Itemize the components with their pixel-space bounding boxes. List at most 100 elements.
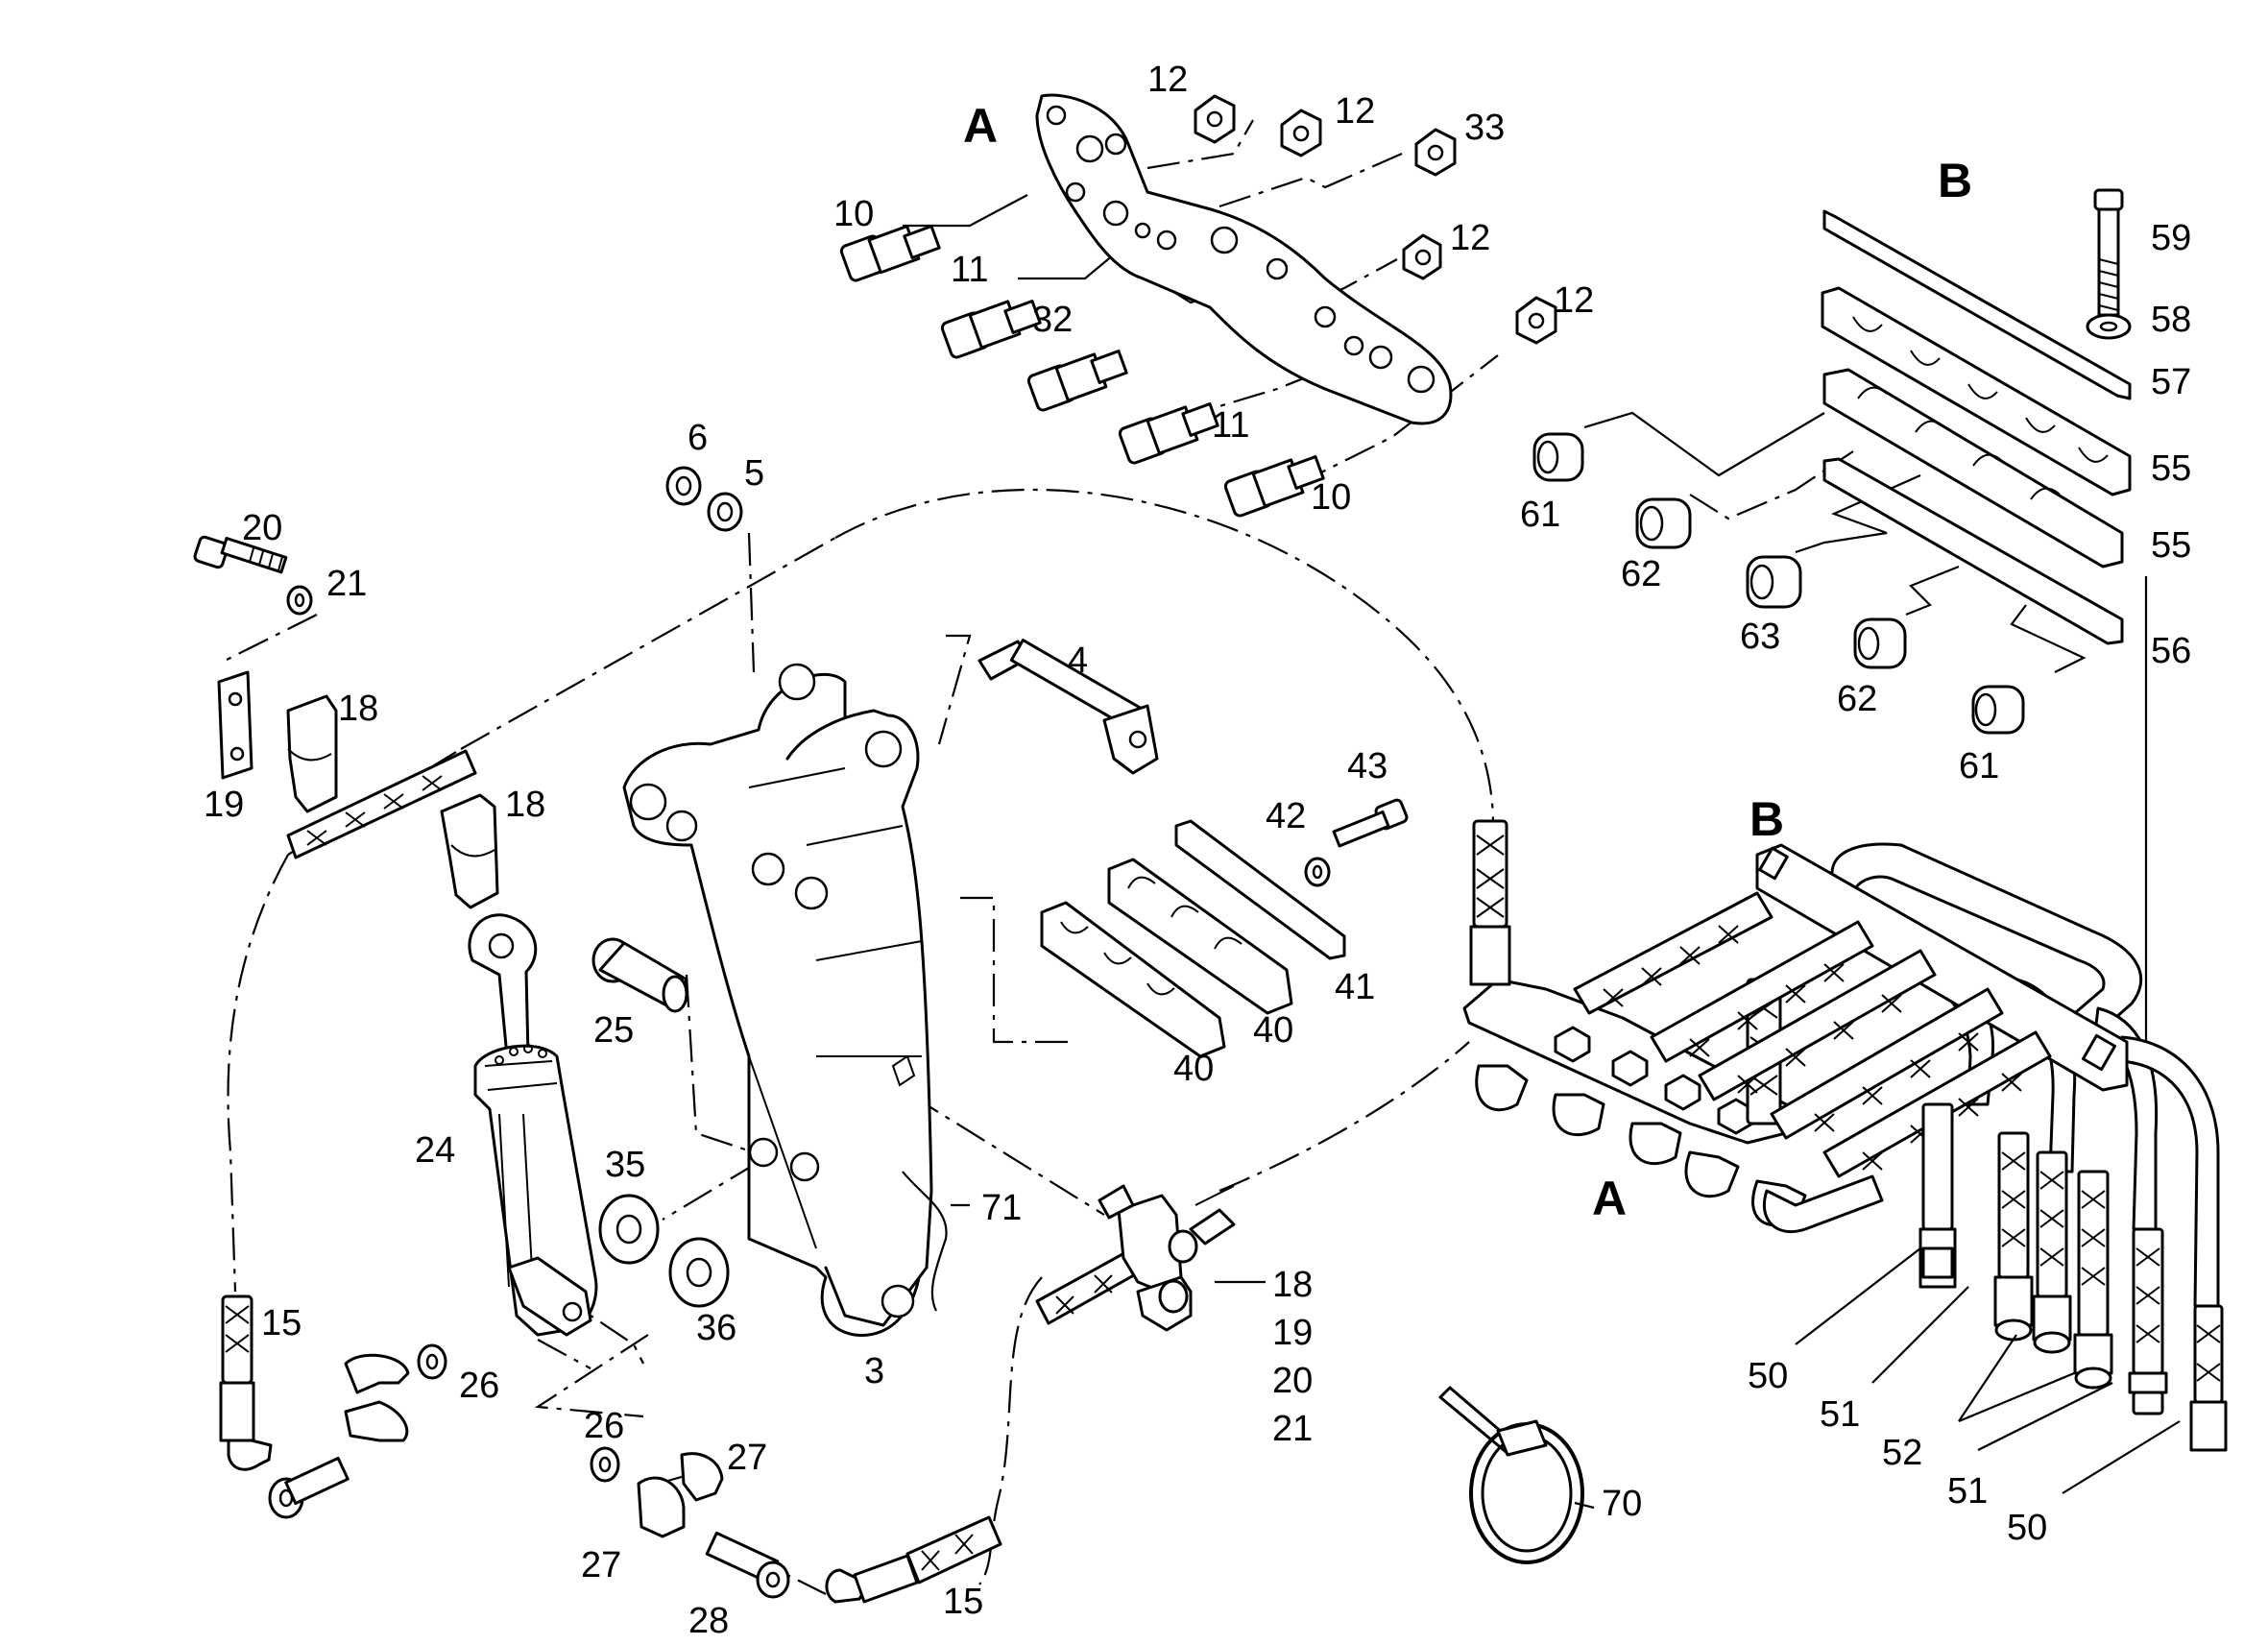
- callout-15: 15: [261, 1303, 302, 1343]
- callout-57: 57: [2151, 362, 2191, 402]
- fitting-10-a: [839, 225, 941, 282]
- callout-11: 11: [1212, 405, 1249, 446]
- callout-11: 11: [951, 250, 988, 290]
- callout-63: 63: [1740, 617, 1780, 657]
- clamp-block-40-b: [1040, 901, 1226, 1058]
- callout-41: 41: [1335, 967, 1375, 1007]
- callout-21: 21: [1272, 1409, 1313, 1449]
- bushing-61-a: [1532, 432, 1584, 482]
- callout-4: 4: [1068, 641, 1088, 681]
- callout-26: 26: [584, 1406, 624, 1446]
- callout-12: 12: [1147, 60, 1188, 100]
- section-letters: A B B A: [963, 99, 1972, 1225]
- callout-21: 21: [326, 564, 367, 604]
- callout-27: 27: [727, 1438, 767, 1478]
- bolt-20-a: [193, 535, 288, 574]
- callout-15: 15: [943, 1582, 983, 1622]
- callout-19: 19: [1272, 1313, 1313, 1353]
- bushing-62-a: [1635, 497, 1692, 549]
- callout-leaders: [951, 1203, 2181, 1510]
- fittings-top: [839, 225, 1325, 518]
- callout-61: 61: [1959, 746, 1999, 786]
- callout-32: 32: [1032, 300, 1073, 340]
- callout-19: 19: [204, 785, 244, 825]
- bolt-43: [1332, 798, 1409, 848]
- callout-20: 20: [1272, 1361, 1313, 1401]
- callout-50: 50: [1748, 1356, 1788, 1396]
- left-clamp-group: [193, 535, 499, 909]
- callout-43: 43: [1347, 746, 1387, 786]
- callout-33: 33: [1464, 108, 1505, 148]
- fitting-11-a: [940, 300, 1042, 359]
- callout-12: 12: [1450, 218, 1490, 258]
- fitting-11-b: [1118, 402, 1219, 465]
- section-label-a-valve: A: [1592, 1172, 1627, 1225]
- section-label-b-valve: B: [1749, 792, 1784, 846]
- callout-36: 36: [696, 1308, 736, 1348]
- callout-55: 55: [2151, 448, 2191, 489]
- cable-tie-70: [1438, 1386, 1584, 1564]
- pin-4: [977, 639, 1159, 775]
- callout-18: 18: [1272, 1265, 1313, 1305]
- callout-62: 62: [1621, 554, 1661, 594]
- hose-15-left: [219, 1294, 273, 1471]
- bushing-62-b: [1853, 617, 1907, 669]
- callout-51: 51: [1947, 1471, 1988, 1512]
- callout-18: 18: [505, 785, 545, 825]
- clamp-bar-55-lower: [1822, 368, 2124, 568]
- callout-62: 62: [1837, 679, 1877, 719]
- section-label-b-top: B: [1938, 154, 1972, 207]
- bolt-59: [2093, 188, 2124, 317]
- cover-plate-41: [1174, 819, 1346, 960]
- callout-52: 52: [1882, 1433, 1922, 1473]
- nut-set-top: [1194, 94, 1557, 345]
- fitting-10-b: [1223, 455, 1325, 518]
- callout-24: 24: [415, 1130, 455, 1171]
- bushings-b: [1532, 432, 2025, 735]
- callout-58: 58: [2151, 300, 2191, 340]
- callout-55: 55: [2151, 525, 2191, 566]
- port-plate-a: [1035, 93, 1453, 425]
- cable-71: [902, 1171, 948, 1312]
- callout-6: 6: [688, 418, 708, 458]
- callout-59: 59: [2151, 218, 2191, 258]
- clamp-bar-55-upper: [1821, 286, 2132, 496]
- callout-28: 28: [688, 1601, 729, 1641]
- callout-40: 40: [1173, 1049, 1214, 1089]
- main-bracket-3: [622, 663, 933, 1337]
- cover-plate-57: [1822, 209, 2132, 400]
- clamp-half-27-a: [637, 1476, 686, 1538]
- clamp-bars-b: [1821, 188, 2132, 645]
- bushing-63: [1746, 555, 1802, 609]
- clamp-half-27-b: [680, 1452, 724, 1502]
- hose-15-right: [825, 1515, 1002, 1604]
- hoses-50-51-52: [1918, 1102, 2228, 1452]
- callout-10: 10: [833, 194, 874, 234]
- protective-sleeve-left: [286, 749, 477, 859]
- fitting-32: [1026, 350, 1128, 412]
- base-plate-56: [1822, 457, 2124, 645]
- callout-71: 71: [981, 1188, 1022, 1228]
- mid-clamp-assembly: [1035, 1184, 1236, 1332]
- clamp-halves-lower: [268, 1343, 790, 1599]
- callout-12: 12: [1335, 91, 1375, 132]
- callout-5: 5: [744, 453, 764, 494]
- clamp-18-a: [286, 694, 338, 813]
- callout-42: 42: [1266, 796, 1306, 836]
- callout-40: 40: [1253, 1010, 1293, 1051]
- callout-61: 61: [1520, 495, 1560, 535]
- section-label-a-top: A: [963, 99, 998, 153]
- washers-6-5: [665, 466, 743, 532]
- valve-assembly: [1462, 819, 2220, 1308]
- bushing-61-b: [1971, 685, 2025, 735]
- callout-27: 27: [581, 1545, 621, 1585]
- callout-20: 20: [242, 508, 282, 548]
- screw-lower-left: [268, 1456, 350, 1519]
- callout-12: 12: [1554, 280, 1594, 321]
- callout-56: 56: [2151, 631, 2191, 671]
- hydraulic-cylinder-24: [468, 913, 598, 1337]
- callout-numbers: 12 12 33 10 11 32 12 12 11 10 59 58 57 5…: [204, 60, 2191, 1641]
- callout-26: 26: [459, 1366, 499, 1406]
- callout-18: 18: [338, 689, 378, 729]
